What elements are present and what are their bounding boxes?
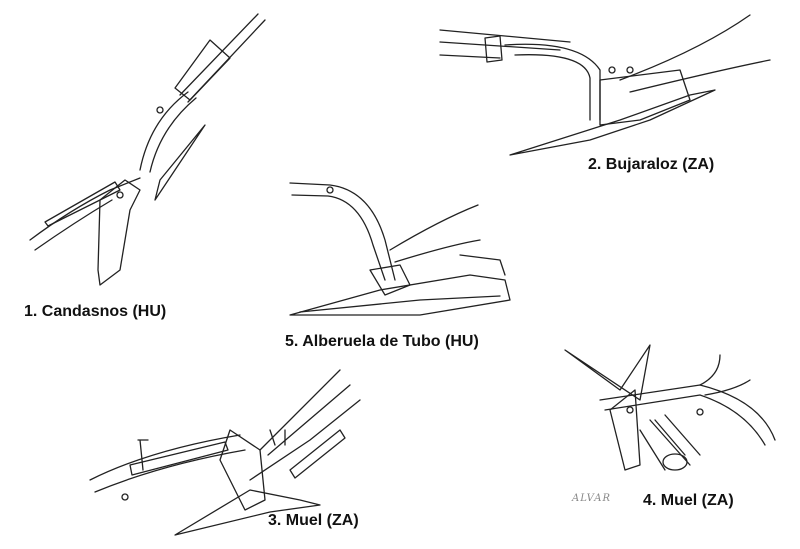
- plow-1-caption: 1. Candasnos (HU): [24, 303, 167, 320]
- plow-5-drawing: [289, 182, 511, 316]
- plow-3-caption: 3. Muel (ZA): [268, 512, 359, 529]
- artist-signature: ALVAR: [572, 493, 611, 504]
- plow-2-caption: 2. Bujaraloz (ZA): [588, 156, 715, 173]
- plow-3-drawing: [89, 369, 361, 536]
- plow-4-drawing: [564, 344, 776, 471]
- plow-4-caption: 4. Muel (ZA): [643, 492, 734, 509]
- plow-2-drawing: [439, 14, 771, 156]
- plow-5-caption: 5. Alberuela de Tubo (HU): [285, 333, 479, 350]
- plow-1-drawing: [29, 13, 266, 286]
